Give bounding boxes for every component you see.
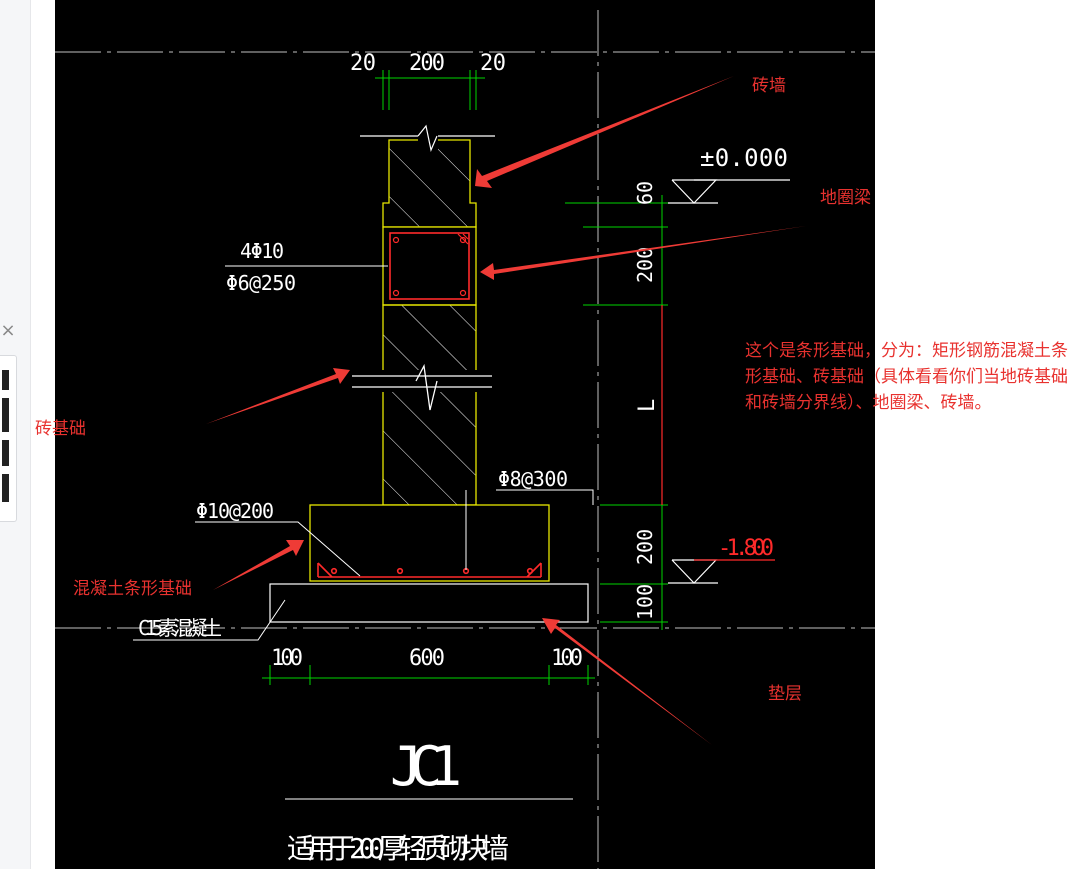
dim-right-100: 100 — [633, 584, 657, 620]
dim-top-1: 20 — [350, 51, 376, 76]
arrow-cushion — [542, 618, 712, 745]
arrow-brick-wall — [475, 76, 734, 188]
rebar-beam-stirrup-label: Φ6@250 — [226, 271, 296, 295]
annotation-brick-wall: 砖墙 — [752, 76, 786, 96]
elevation-bottom-label: -1.800 — [718, 536, 774, 561]
annotation-explanation: 这个是条形基础，分为：矩形钢筋混凝土条形基础、砖基础（具体看看你们当地砖基础和砖… — [745, 341, 1068, 413]
rebar-footing-bottom-label: Φ10@200 — [196, 499, 274, 523]
side-collapsed-panel[interactable] — [0, 355, 17, 522]
pad-label: C15素混凝土 — [138, 616, 222, 640]
concrete-strip-footing-shape — [309, 504, 550, 582]
panel-glyph-2 — [2, 398, 9, 432]
dim-top-3: 20 — [480, 51, 506, 76]
arrow-brick-foundation — [206, 368, 350, 424]
c15-pad-shape — [269, 583, 589, 623]
dim-bottom-1: 100 — [271, 646, 303, 671]
brick-wall-shape — [382, 139, 477, 228]
dim-bottom-3: 100 — [551, 646, 583, 671]
rebar-beam-main-label: 4Φ10 — [240, 239, 284, 263]
close-icon[interactable]: × — [0, 320, 16, 341]
elevation-marks — [668, 179, 790, 584]
drawing-title: JC1 — [390, 735, 462, 798]
axis-lines — [55, 10, 875, 869]
annotation-concrete-strip: 混凝土条形基础 — [73, 579, 192, 599]
elevation-top-label: ±0.000 — [700, 144, 788, 172]
rebar-footing-top-label: Φ8@300 — [498, 467, 568, 491]
dim-bottom-2: 600 — [409, 646, 445, 671]
panel-glyph-3 — [2, 440, 9, 466]
dim-top-2: 200 — [409, 51, 445, 76]
panel-glyph-4 — [2, 474, 9, 502]
drawing-labels: 20 200 20 ±0.000 4Φ10 Φ6@250 Φ8@300 Φ10@… — [138, 51, 788, 865]
break-lines — [352, 124, 496, 411]
dim-right-200b: 200 — [633, 529, 657, 565]
arrow-concrete-strip — [213, 540, 304, 590]
panel-glyph-1 — [2, 370, 9, 390]
annotation-cushion: 垫层 — [768, 684, 802, 704]
beam-stirrup — [389, 232, 470, 300]
dim-right-L: L — [635, 399, 660, 412]
leader-lines — [133, 265, 594, 800]
beam-main-bars — [392, 233, 469, 297]
drawing-subtitle: 适用于200厚轻质砌块墙 — [287, 832, 509, 865]
footing-rebar — [317, 562, 542, 578]
annotation-brick-foundation: 砖基础 — [35, 419, 86, 439]
annotation-ground-beam: 地圈梁 — [820, 188, 871, 208]
annotation-arrows — [206, 76, 806, 745]
dim-right-200a: 200 — [633, 247, 657, 283]
dim-right-60: 60 — [633, 181, 657, 205]
